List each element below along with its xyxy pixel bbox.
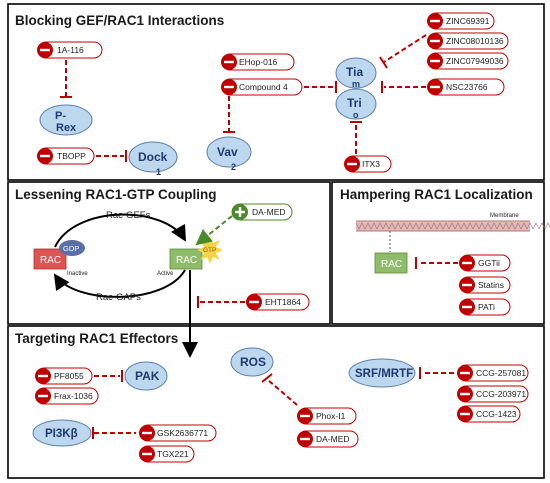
section-hampering-box [331, 181, 545, 325]
section-targeting-title: Targeting RAC1 Effectors [15, 331, 178, 346]
svg-text:RAC: RAC [40, 255, 61, 266]
svg-text:ZINC08010136: ZINC08010136 [446, 36, 504, 46]
inhibitor-zinc08010136: ZINC08010136 [427, 32, 509, 50]
inhibitor-compound4: Compound 4 [221, 78, 303, 96]
inhibitor-nsc23766: NSC23766 [427, 78, 505, 96]
svg-text:Tri: Tri [347, 96, 362, 110]
svg-text:EHop-016: EHop-016 [239, 57, 278, 67]
svg-text:ZINC69391: ZINC69391 [446, 16, 490, 26]
svg-text:Rex: Rex [56, 122, 77, 134]
node-pi3kb: PI3Kβ [32, 419, 92, 447]
inhibitor-label: 1A-116 [57, 45, 84, 55]
inhibitor-ccg203971: CCG-203971 [457, 385, 529, 403]
svg-text:Active: Active [157, 271, 174, 277]
inhibitor-ccg1423: CCG-1423 [457, 405, 521, 423]
rac-inactive: RAC GDP Inactive [33, 240, 88, 277]
svg-text:Frax-1036: Frax-1036 [54, 391, 93, 401]
section-blocking-box [7, 3, 545, 181]
node-trio: Tri o [335, 88, 377, 120]
svg-text:GSK2636771: GSK2636771 [157, 428, 208, 438]
inhibitor-ggtii: GGTii [459, 254, 511, 272]
section-lessening-box [7, 181, 331, 325]
svg-text:RAC: RAC [381, 259, 402, 270]
membrane-label: Membrane [490, 213, 519, 219]
svg-text:CCG-257081: CCG-257081 [476, 368, 526, 378]
node-ros: ROS [230, 347, 274, 377]
svg-text:TGX221: TGX221 [157, 449, 189, 459]
inhibitor-zinc69391: ZINC69391 [427, 12, 495, 30]
svg-text:GDP: GDP [63, 244, 79, 253]
inhibitor-phox-i1: Phox-I1 [297, 407, 357, 425]
svg-text:m: m [352, 79, 360, 89]
svg-text:EHT1864: EHT1864 [265, 297, 301, 307]
svg-text:ROS: ROS [240, 355, 266, 369]
inhibitor-1a116: 1A-116 [37, 41, 103, 59]
svg-text:DA-MED: DA-MED [316, 434, 350, 444]
svg-text:CCG-1423: CCG-1423 [476, 409, 517, 419]
svg-text:DA-MED: DA-MED [252, 207, 286, 217]
node-dock1: Dock 1 [128, 141, 178, 177]
inhibitor-tbopp: TBOPP [37, 147, 95, 165]
svg-text:Compound 4: Compound 4 [239, 82, 288, 92]
inhibitor-ccg257081: CCG-257081 [457, 364, 529, 382]
rac-membrane: RAC [374, 252, 408, 274]
svg-text:CCG-203971: CCG-203971 [476, 389, 526, 399]
inhibitor-ehop016: EHop-016 [221, 53, 295, 71]
svg-text:Dock: Dock [138, 150, 168, 164]
svg-text:Vav: Vav [217, 145, 238, 159]
svg-text:PI3Kβ: PI3Kβ [45, 428, 78, 440]
svg-text:P-: P- [55, 110, 66, 122]
svg-text:o: o [353, 110, 359, 120]
svg-text:TBOPP: TBOPP [57, 151, 86, 161]
svg-text:1: 1 [156, 167, 161, 177]
svg-text:GTP: GTP [203, 247, 216, 254]
svg-text:PAK: PAK [135, 369, 160, 383]
section-hampering-title: Hampering RAC1 Localization [340, 187, 533, 202]
svg-text:Statins: Statins [478, 280, 504, 290]
inhibitor-damed-effector: DA-MED [297, 430, 359, 448]
svg-text:PATi: PATi [478, 302, 495, 312]
inhibitor-frax1036: Frax-1036 [35, 387, 99, 405]
inhibitor-itx3: ITX3 [344, 155, 392, 173]
inhibitor-eht1864: EHT1864 [246, 293, 310, 311]
node-srf-mrtf: SRF/MRTF [348, 358, 416, 388]
node-vav2: Vav 2 [206, 136, 252, 172]
svg-text:2: 2 [231, 162, 236, 172]
node-pak: PAK [124, 361, 168, 391]
svg-text:Phox-I1: Phox-I1 [316, 411, 346, 421]
svg-text:ITX3: ITX3 [362, 159, 380, 169]
rac-gaps-label: Rac-GAPs [96, 292, 141, 303]
section-blocking-title: Blocking GEF/RAC1 Interactions [15, 13, 224, 28]
inhibitor-pati: PATi [459, 298, 511, 316]
svg-text:GGTii: GGTii [478, 258, 500, 268]
svg-text:RAC: RAC [176, 255, 197, 266]
membrane [355, 220, 550, 232]
inhibitor-tgx221: TGX221 [139, 445, 195, 463]
section-targeting-box [7, 325, 545, 479]
inhibitor-statins: Statins [459, 276, 511, 294]
section-lessening-title: Lessening RAC1-GTP Coupling [15, 187, 217, 202]
svg-text:Tia: Tia [346, 65, 363, 79]
svg-text:NSC23766: NSC23766 [446, 82, 488, 92]
activator-damed: DA-MED [231, 203, 293, 221]
svg-text:Inactive: Inactive [67, 271, 88, 277]
svg-text:PF8055: PF8055 [54, 371, 84, 381]
inhibitor-zinc07949036: ZINC07949036 [427, 52, 509, 70]
inhibitor-pf8055: PF8055 [35, 367, 93, 385]
svg-text:SRF/MRTF: SRF/MRTF [355, 368, 413, 380]
inhibitor-gsk2636771: GSK2636771 [139, 424, 217, 442]
node-prex: P- Rex [39, 104, 93, 136]
svg-text:ZINC07949036: ZINC07949036 [446, 56, 504, 66]
node-tiam: Tia m [335, 57, 377, 89]
